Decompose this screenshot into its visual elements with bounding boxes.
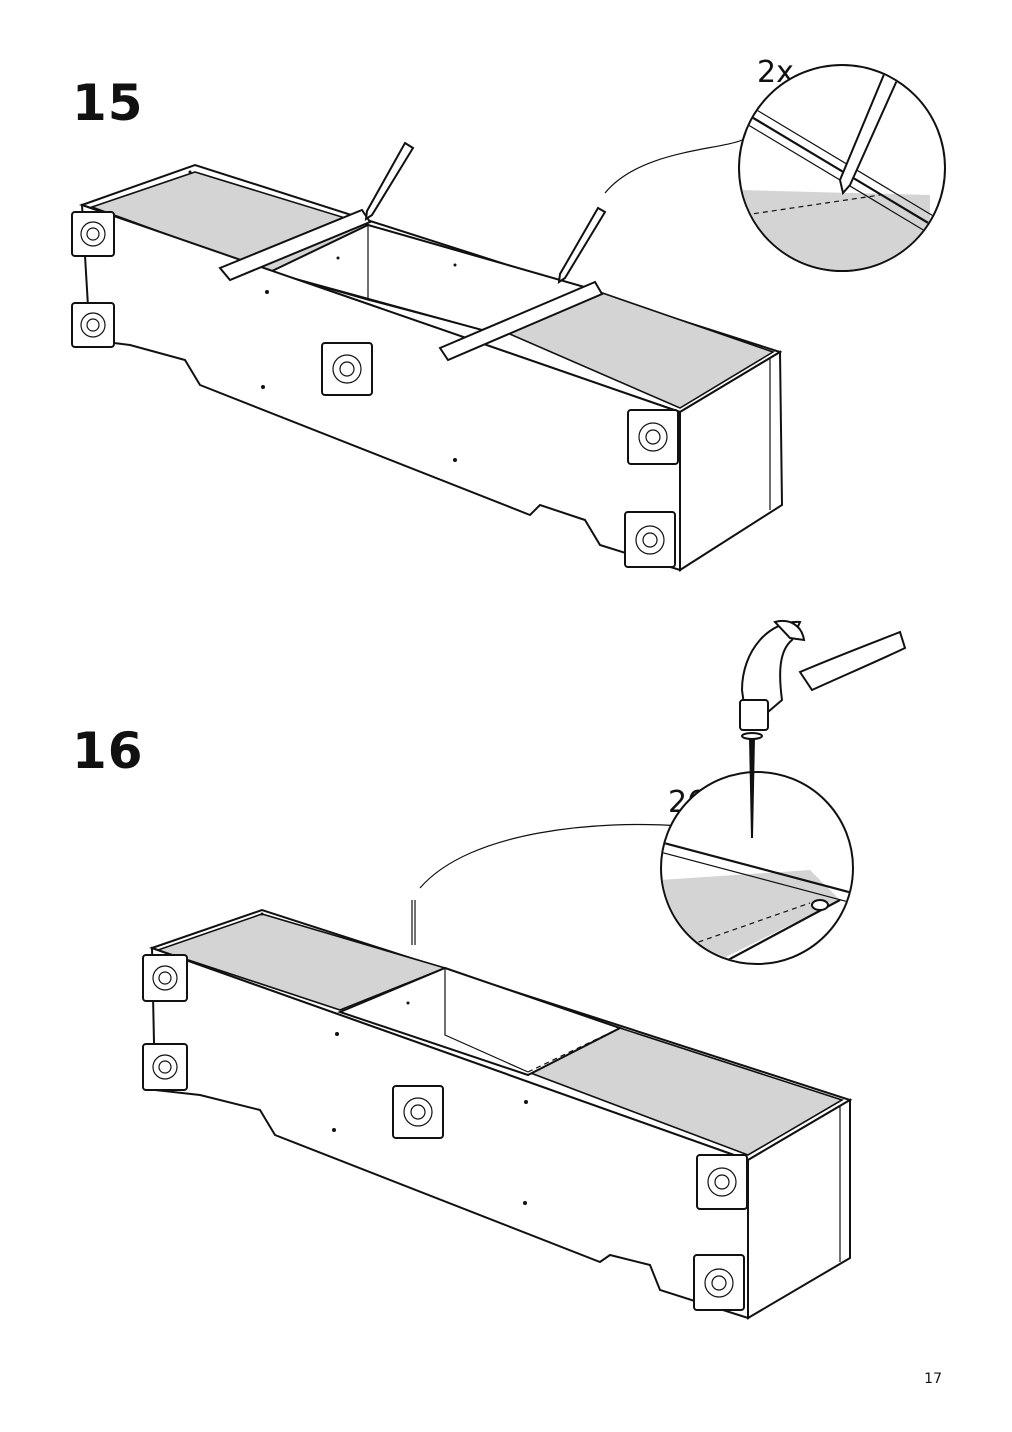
pencil-icon xyxy=(364,141,607,285)
cabinet-illustration xyxy=(148,908,853,1320)
page-number: 17 xyxy=(924,1371,942,1387)
step-number-15: 15 xyxy=(72,74,144,132)
adjustable-foot-icon xyxy=(142,954,748,1311)
nail-icon xyxy=(411,900,416,945)
detail-callout xyxy=(419,771,854,965)
step-number-16: 16 xyxy=(72,722,144,780)
ruler-icon xyxy=(218,208,604,362)
nail-icon xyxy=(741,732,763,838)
hammer-icon xyxy=(739,620,907,731)
adjustable-foot-icon xyxy=(71,211,679,568)
